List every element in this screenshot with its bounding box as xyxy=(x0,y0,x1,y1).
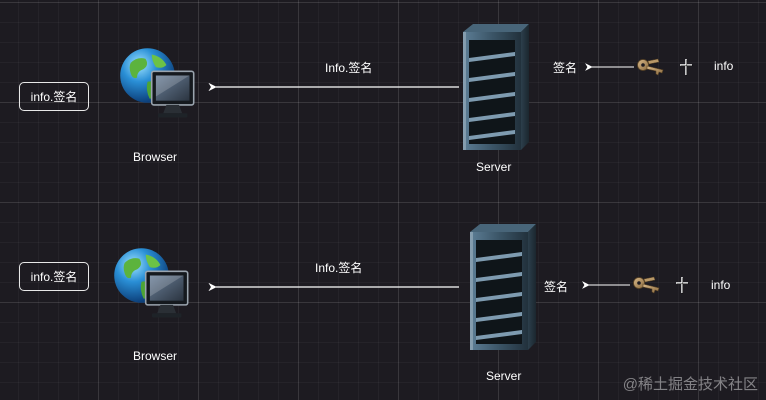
info-signature-box-label: info.签名 xyxy=(30,270,78,284)
server-label: Server xyxy=(486,369,522,383)
server-label: Server xyxy=(476,160,512,174)
signature-label: 签名 xyxy=(544,280,569,294)
info-signature-box-label: info.签名 xyxy=(30,90,78,104)
info-signature-box: info.签名 xyxy=(19,82,89,111)
plus-icon xyxy=(675,276,689,294)
info-label: info xyxy=(711,278,731,292)
response-arrow-label: Info.签名 xyxy=(315,261,363,275)
browser-label: Browser xyxy=(133,150,178,164)
browser-label: Browser xyxy=(133,349,178,363)
signature-label: 签名 xyxy=(553,61,578,75)
info-label: info xyxy=(714,59,734,73)
response-arrow-label: Info.签名 xyxy=(325,61,373,75)
info-signature-box: info.签名 xyxy=(19,262,89,291)
watermark: @稀土掘金技术社区 xyxy=(622,376,758,393)
key-icon xyxy=(632,275,662,295)
